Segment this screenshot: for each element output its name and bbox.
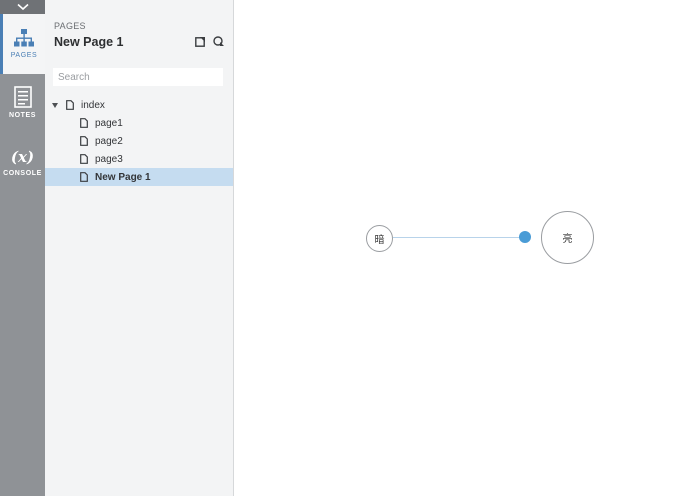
- sitemap-icon: [14, 29, 34, 47]
- document-icon: [80, 172, 88, 182]
- collapse-rail-button[interactable]: [0, 0, 45, 14]
- document-icon: [80, 136, 88, 146]
- tree-item-page3[interactable]: page3: [45, 150, 233, 168]
- slider-min-label: 暗: [366, 225, 393, 252]
- tree-item-index[interactable]: index: [45, 96, 233, 114]
- page-tree: index page1 page2 page3: [45, 96, 233, 186]
- panel-toolbar: [195, 36, 225, 47]
- slider-max-label: 亮: [541, 211, 594, 264]
- collapse-caret-icon[interactable]: [52, 102, 58, 108]
- tree-item-new-page-1[interactable]: New Page 1: [45, 168, 233, 186]
- tree-item-label: page3: [95, 153, 123, 165]
- search-input[interactable]: [53, 68, 223, 86]
- tab-notes-label: NOTES: [8, 112, 37, 119]
- document-icon: [80, 118, 88, 128]
- chevron-down-icon: [16, 3, 29, 11]
- tree-item-label: index: [81, 99, 105, 111]
- add-page-icon[interactable]: [195, 36, 206, 47]
- tree-item-label: New Page 1: [95, 171, 151, 183]
- left-rail: PAGES NOTES (x) CONSOLE: [0, 0, 45, 496]
- page-title: New Page 1: [54, 35, 124, 49]
- design-canvas[interactable]: 暗 亮: [235, 0, 690, 496]
- document-icon: [66, 100, 74, 110]
- notes-icon: [13, 86, 32, 108]
- add-folder-icon[interactable]: [213, 36, 225, 47]
- tab-pages-label: PAGES: [10, 52, 38, 59]
- tree-item-label: page2: [95, 135, 123, 147]
- tree-item-page1[interactable]: page1: [45, 114, 233, 132]
- document-icon: [80, 154, 88, 164]
- tab-pages[interactable]: PAGES: [0, 14, 45, 74]
- tab-notes[interactable]: NOTES: [0, 86, 45, 136]
- pages-panel: PAGES New Page 1 index: [45, 0, 234, 496]
- slider-handle[interactable]: [519, 231, 531, 243]
- tab-console[interactable]: (x) CONSOLE: [0, 148, 45, 198]
- tree-item-page2[interactable]: page2: [45, 132, 233, 150]
- panel-eyebrow: PAGES: [54, 21, 86, 31]
- tab-console-label: CONSOLE: [3, 170, 42, 177]
- slider-track[interactable]: [393, 237, 524, 238]
- tree-item-label: page1: [95, 117, 123, 129]
- variable-x-icon: (x): [10, 148, 35, 166]
